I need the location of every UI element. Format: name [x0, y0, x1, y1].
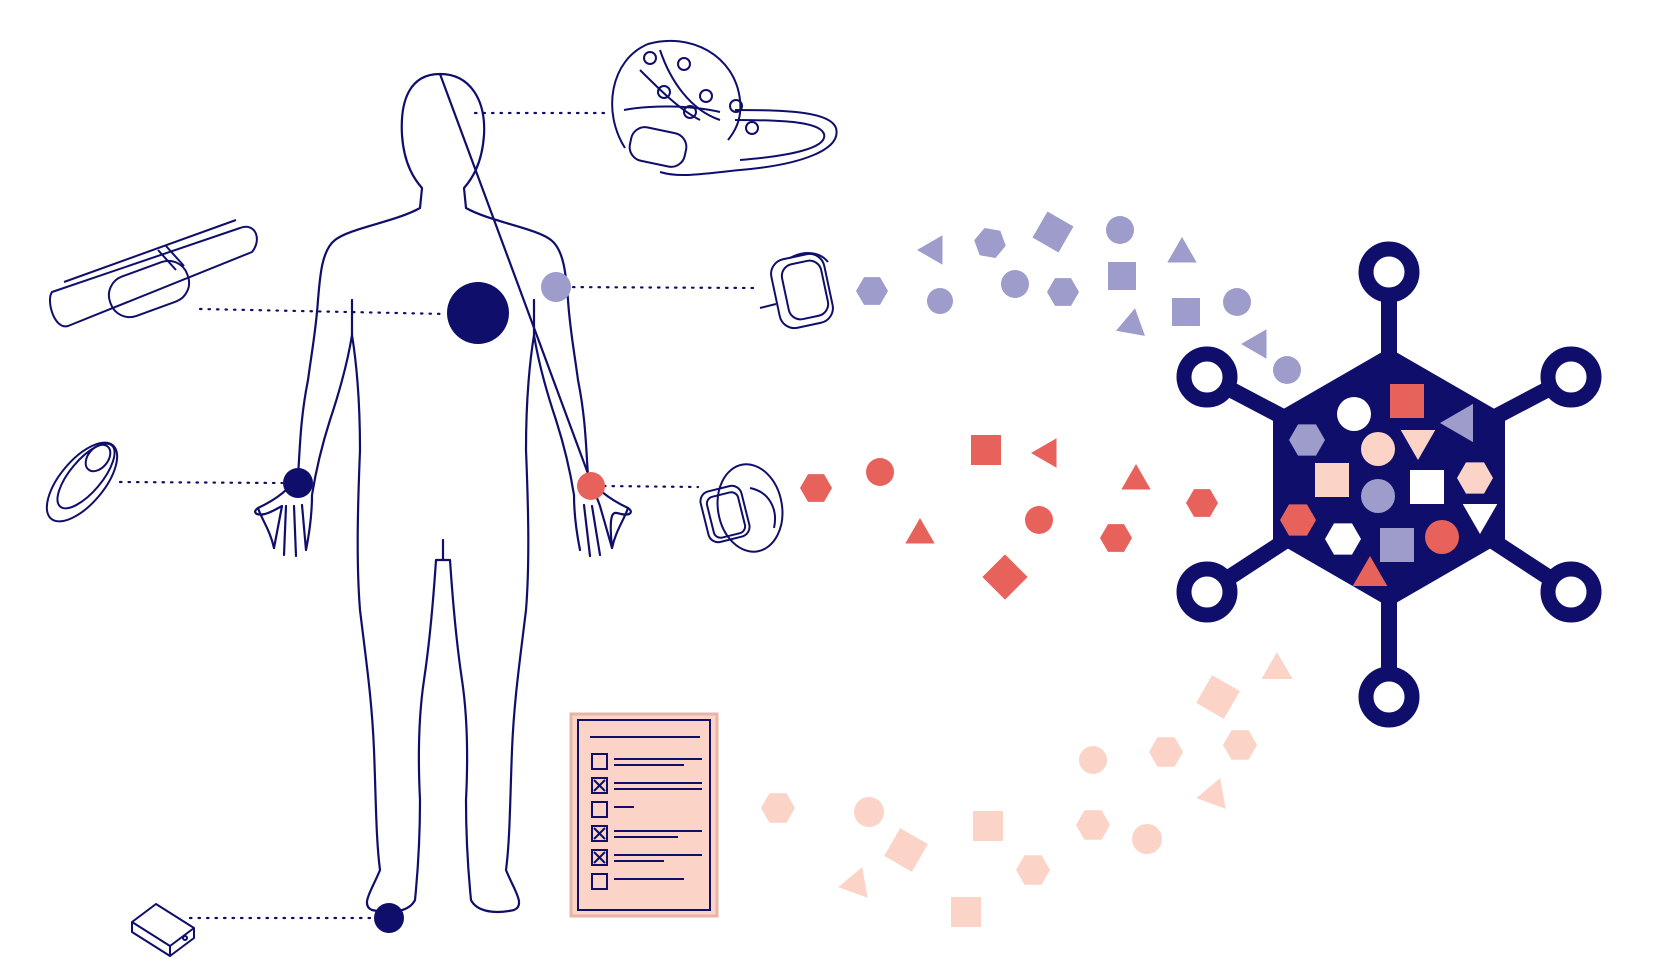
lavender-data-shape	[974, 228, 1006, 258]
eeg-headset-icon	[611, 39, 838, 177]
lavender-data-shape	[856, 277, 888, 305]
checkbox	[591, 753, 608, 770]
lavender-data-shape	[1223, 288, 1251, 316]
peach-data-shape	[1196, 675, 1240, 719]
arm-point	[541, 272, 571, 302]
hub-node-lower-right	[1540, 561, 1602, 623]
lavender-data-shape	[1172, 298, 1200, 326]
hub-data-shape	[1400, 430, 1436, 460]
coral-data-shape	[866, 458, 894, 486]
coral-data-shape	[1100, 524, 1132, 552]
lavender-stream	[856, 211, 1301, 384]
hub-data-shape	[1361, 432, 1395, 466]
wrist-band-icon	[45, 441, 119, 523]
questionnaire-icon	[569, 712, 719, 918]
coral-data-shape	[982, 554, 1028, 600]
lavender-data-shape	[1273, 356, 1301, 384]
hub-data-shape	[1380, 528, 1414, 562]
human-body-outline	[254, 72, 632, 914]
coral-data-shape	[905, 518, 935, 544]
peach-data-shape	[761, 793, 795, 823]
connector-lines	[118, 111, 758, 920]
peach-data-shape	[1223, 730, 1257, 760]
hub-data-shape	[1457, 462, 1493, 494]
peach-data-shape	[973, 811, 1003, 841]
lavender-data-shape	[1032, 211, 1074, 253]
hub-node-upper-left	[1176, 346, 1238, 408]
connector-left-wrist	[602, 484, 700, 489]
hub-data-shape	[1315, 463, 1349, 497]
checkbox	[591, 777, 608, 794]
peach-data-shape	[884, 828, 928, 872]
peach-data-shape	[1079, 746, 1107, 774]
right-wrist-point	[283, 468, 313, 498]
hub-node-top	[1358, 241, 1420, 303]
hub-data-shape	[1325, 523, 1361, 555]
peach-data-shape	[1132, 824, 1162, 854]
left-wrist-point	[577, 472, 605, 500]
lavender-data-shape	[927, 288, 953, 314]
peach-data-shape	[1196, 778, 1226, 809]
hub-node-bottom	[1358, 666, 1420, 728]
hub-data-shape	[1280, 504, 1316, 536]
peach-stream	[761, 652, 1293, 927]
checkbox	[591, 825, 608, 842]
coral-data-shape	[971, 435, 1001, 465]
peach-data-shape	[951, 897, 981, 927]
hub-data-shape	[1337, 397, 1371, 431]
lavender-data-shape	[1241, 329, 1267, 359]
checkbox-mark	[593, 827, 606, 840]
lavender-data-shape	[1001, 270, 1029, 298]
connector-arm	[554, 285, 758, 290]
hub-data-shapes	[1280, 384, 1498, 586]
arm-sensor-icon	[759, 252, 834, 330]
ankle-sensor-icon	[131, 903, 195, 957]
ankle-point	[374, 903, 404, 933]
lavender-data-shape	[1047, 278, 1079, 306]
checkbox	[591, 801, 608, 818]
coral-data-shape	[1031, 438, 1057, 468]
checkbox	[591, 873, 608, 890]
lavender-data-shape	[1116, 308, 1145, 336]
hub-node-lower-left	[1176, 561, 1238, 623]
checkbox-mark	[593, 851, 606, 864]
lavender-data-shape	[917, 235, 943, 265]
coral-data-shape	[1025, 506, 1053, 534]
connector-right-wrist	[118, 480, 284, 485]
peach-data-shape	[854, 797, 884, 827]
chest-strap-icon	[49, 219, 258, 328]
checkbox-mark	[593, 779, 606, 792]
checkbox	[591, 849, 608, 866]
peach-data-shape	[838, 867, 868, 898]
peach-data-shape	[1261, 652, 1293, 679]
hub-data-shape	[1425, 520, 1459, 554]
lavender-data-shape	[1106, 216, 1134, 244]
hub-node-upper-right	[1540, 346, 1602, 408]
connector-chest	[198, 307, 448, 316]
lavender-data-shape	[1108, 262, 1136, 290]
coral-data-shape	[800, 474, 832, 502]
peach-data-shape	[1149, 737, 1183, 767]
peach-data-shape	[1076, 810, 1110, 840]
peach-data-shape	[1016, 855, 1050, 885]
hub-data-shape	[1462, 504, 1498, 534]
hub-data-shape	[1410, 470, 1444, 504]
hub-data-shape	[1361, 479, 1395, 513]
hub-data-shape	[1352, 556, 1388, 586]
chest-point	[447, 282, 509, 344]
coral-stream	[800, 435, 1218, 600]
coral-data-shape	[1121, 464, 1151, 490]
hub-data-shape	[1440, 403, 1473, 443]
coral-data-shape	[1186, 489, 1218, 517]
smart-watch-icon	[699, 463, 784, 553]
data-hub-icon	[1176, 241, 1602, 728]
hub-data-shape	[1390, 384, 1424, 418]
hub-data-shape	[1289, 424, 1325, 456]
lavender-data-shape	[1167, 237, 1197, 263]
